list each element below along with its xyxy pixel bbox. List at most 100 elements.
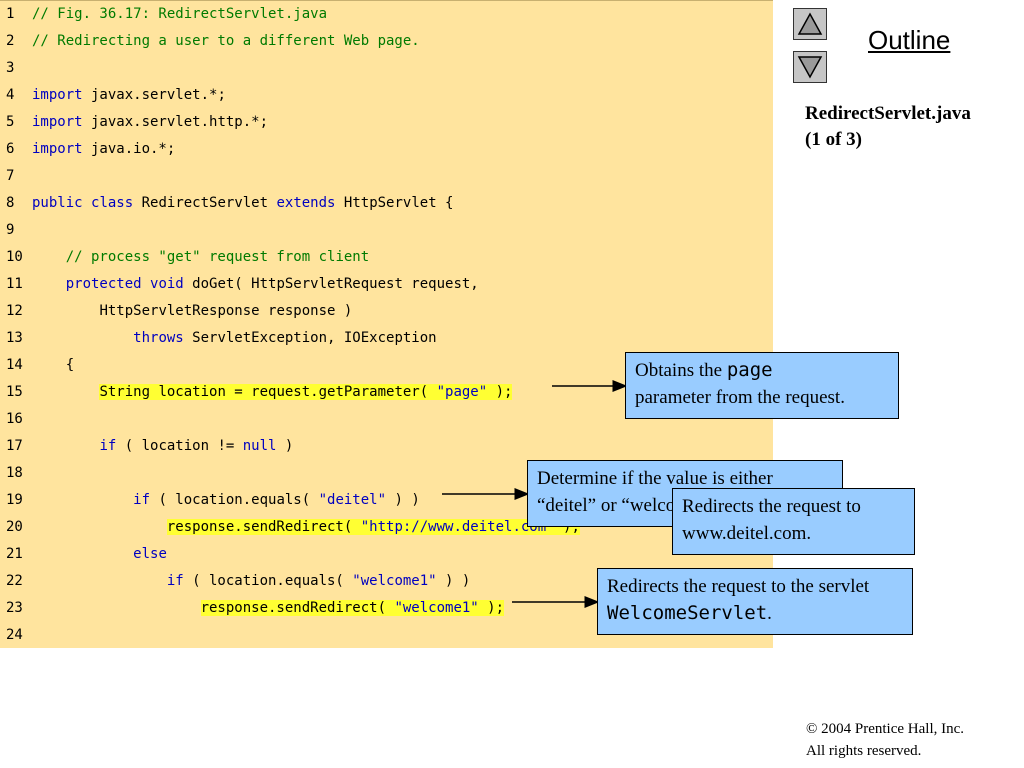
line-number: 3 (6, 60, 15, 76)
code-text: if ( location.equals( "deitel" ) ) (32, 487, 420, 514)
file-name: RedirectServlet.java (805, 103, 971, 124)
code-line: 19 if ( location.equals( "deitel" ) ) (0, 487, 773, 514)
code-line: 10 // process "get" request from client (0, 244, 773, 271)
code-token: ); (478, 600, 505, 616)
code-token: ( location.equals( (183, 573, 353, 589)
code-text: else (32, 541, 167, 568)
code-line: 13 throws ServletException, IOException (0, 325, 773, 352)
code-text: { (32, 352, 74, 379)
code-text: response.sendRedirect( "welcome1" ); (32, 595, 505, 622)
code-line: 12 HttpServletResponse response ) (0, 298, 773, 325)
line-number: 12 (6, 303, 23, 319)
code-token: ) ) (436, 573, 471, 589)
copyright-text: © 2004 Prentice Hall, Inc. (806, 721, 965, 737)
code-line: 17 if ( location != null ) (0, 433, 773, 460)
code-line: 23 response.sendRedirect( "welcome1" ); (0, 595, 773, 622)
line-number: 7 (6, 168, 15, 184)
code-text: public class RedirectServlet extends Htt… (32, 190, 454, 217)
code-line: 20 response.sendRedirect( "http://www.de… (0, 514, 773, 541)
code-token: import (32, 141, 83, 157)
code-token: java.io.*; (82, 141, 176, 157)
code-token: response.sendRedirect( (166, 519, 361, 535)
slide-subtitle: RedirectServlet.java (1 of 3) (805, 101, 971, 153)
line-number: 9 (6, 222, 15, 238)
line-number: 10 (6, 249, 23, 265)
code-line: 18 (0, 460, 773, 487)
code-text: protected void doGet( HttpServletRequest… (32, 271, 479, 298)
callout-page-parameter: Obtains the page parameter from the requ… (625, 352, 899, 419)
line-number: 6 (6, 141, 15, 157)
code-token: "welcome1" (352, 573, 437, 589)
code-token: "deitel" (318, 492, 387, 508)
code-line: 2 // Redirecting a user to a different We… (0, 28, 773, 55)
code-line: 4 import javax.servlet.*; (0, 82, 773, 109)
line-number: 24 (6, 627, 23, 643)
line-number: 2 (6, 33, 15, 49)
line-number: 4 (6, 87, 15, 103)
code-token: // Fig. 36.17: RedirectServlet.java (32, 6, 328, 22)
line-number: 16 (6, 411, 23, 427)
line-number: 22 (6, 573, 23, 589)
code-token: "http://www.deitel.com" (360, 519, 555, 535)
code-text: // Redirecting a user to a different Web… (32, 28, 420, 55)
code-token: { (65, 357, 75, 373)
code-line: 1 // Fig. 36.17: RedirectServlet.java (0, 1, 773, 28)
line-number: 21 (6, 546, 23, 562)
code-line: 7 (0, 163, 773, 190)
line-number: 13 (6, 330, 23, 346)
code-token: "page" (436, 384, 488, 400)
code-token: void (150, 276, 184, 292)
line-number: 19 (6, 492, 23, 508)
part-indicator: (1 of 3) (805, 129, 862, 150)
code-token: doGet( HttpServletRequest request, (183, 276, 479, 292)
previous-slide-button[interactable] (793, 8, 827, 40)
code-token: public (32, 195, 83, 211)
code-line: 21 else (0, 541, 773, 568)
code-text: response.sendRedirect( "http://www.deite… (32, 514, 580, 541)
line-number: 1 (6, 6, 15, 22)
code-token: "welcome1" (394, 600, 479, 616)
outline-link[interactable]: Outline (868, 25, 951, 55)
code-token: ) (276, 438, 294, 454)
code-token: HttpServletResponse response ) (99, 303, 353, 319)
code-token: extends (276, 195, 336, 211)
code-text: if ( location.equals( "welcome1" ) ) (32, 568, 470, 595)
code-text: import javax.servlet.*; (32, 82, 226, 109)
line-number: 5 (6, 114, 15, 130)
code-token: javax.servlet.*; (82, 87, 226, 103)
code-token: protected (65, 276, 142, 292)
triangle-up-icon (797, 12, 823, 35)
code-token: String location = request.getParameter( (99, 384, 437, 400)
code-token: null (242, 438, 277, 454)
code-listing: 1 // Fig. 36.17: RedirectServlet.java 2 // … (0, 0, 773, 648)
code-token: response.sendRedirect( (200, 600, 395, 616)
code-line: 14 { (0, 352, 773, 379)
code-line: 16 (0, 406, 773, 433)
rights-text: All rights reserved. (806, 743, 922, 759)
next-slide-button[interactable] (793, 51, 827, 83)
copyright-footer: © 2004 Prentice Hall, Inc. All rights re… (806, 718, 964, 762)
code-token: // Redirecting a user to a different Web… (32, 33, 420, 49)
code-token: javax.servlet.http.*; (82, 114, 269, 130)
code-token: import (32, 87, 83, 103)
code-token: if (99, 438, 117, 454)
code-token: if (166, 573, 184, 589)
callout-redirect-servlet: Redirects the request to the servlet Wel… (597, 568, 913, 635)
code-token: HttpServlet { (335, 195, 454, 211)
code-line: 22 if ( location.equals( "welcome1" ) ) (0, 568, 773, 595)
code-text: if ( location != null ) (32, 433, 293, 460)
code-text: import java.io.*; (32, 136, 175, 163)
code-line: 9 (0, 217, 773, 244)
code-token: if (133, 492, 151, 508)
code-token: ) ) (386, 492, 420, 508)
line-number: 17 (6, 438, 23, 454)
code-token: ServletException, IOException (183, 330, 437, 346)
line-number: 14 (6, 357, 23, 373)
code-line: 3 (0, 55, 773, 82)
line-number: 23 (6, 600, 23, 616)
code-text: HttpServletResponse response ) (32, 298, 352, 325)
code-line: 11 protected void doGet( HttpServletRequ… (0, 271, 773, 298)
code-line: 6 import java.io.*; (0, 136, 773, 163)
